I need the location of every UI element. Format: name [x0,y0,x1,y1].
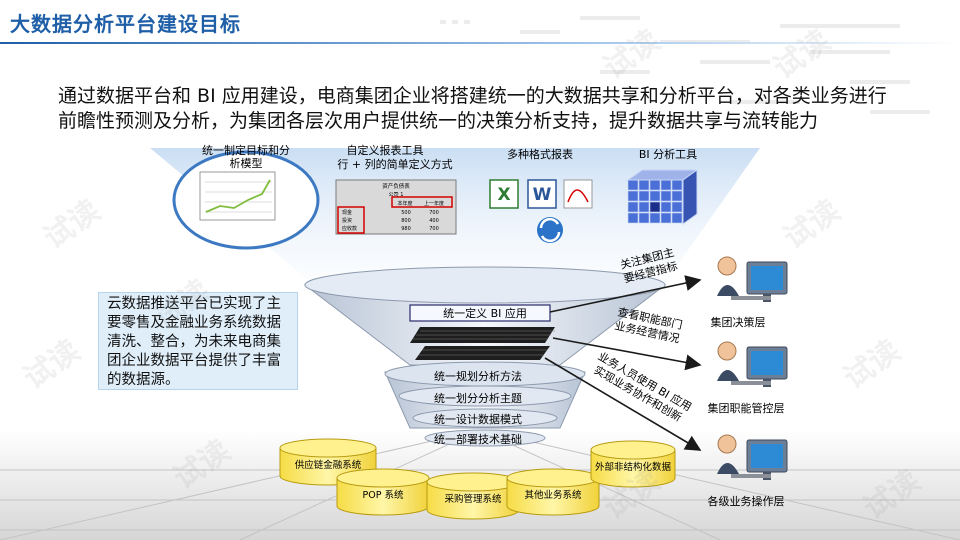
bi-cube-cell [671,201,683,213]
bi-tool-label: BI 分析工具 [639,147,697,161]
user-workstation-icon [717,256,788,302]
svg-text:W: W [533,185,552,205]
report-sheet: 资产负债表 公司 1 本年度 上一年度 现金 投资 应收款 500 700 80… [335,179,457,235]
pdf-icon [563,179,593,209]
report-title: 资产负债表 [382,182,410,190]
user-workstation-icon [717,341,788,387]
bi-cube-cell [627,190,639,202]
bi-cube-cell [660,179,672,191]
user-label-executives: 集团决策层 [711,315,766,329]
bi-cube-cell [649,212,661,224]
arrow-to-management [552,337,702,371]
page-title: 大数据分析平台建设目标 [10,12,241,36]
word-icon: W [527,179,557,209]
user-workstation-icon [717,434,788,480]
database-label: 外部非结构化数据 [595,461,672,473]
title-divider [0,42,960,44]
funnel-layer-2: 统一划分分析主题 [434,391,522,405]
report-company: 公司 1 [389,192,404,198]
bi-cube-cell [660,190,672,202]
bi-cube-cell [649,201,661,213]
arrow-to-operators [544,357,702,451]
bi-cube-cell [649,179,661,191]
model-panel [172,150,320,250]
funnel [303,266,667,447]
bi-cube-side [682,169,698,225]
bi-cube-icon [626,169,699,225]
database-label: 供应链金融系统 [295,459,362,471]
funnel-layer-3: 统一设计数据模式 [434,412,522,426]
formats-label: 多种格式报表 [507,147,573,161]
data-source-callout: 云数据推送平台已实现了主要零售及金融业务系统数据清洗、整合，为未来电商集团企业数… [98,292,298,390]
report-row-3: 应收款 [342,225,357,232]
funnel-layer-4: 统一部署技术基础 [434,432,522,446]
bi-cube-cell [660,201,672,213]
bi-cube-cell [627,179,639,191]
bi-cube-cell [627,212,639,224]
funnel-layer-1: 统一规划分析方法 [434,369,522,383]
svg-text:500: 500 [401,210,411,216]
bi-cube-cell [638,179,650,191]
bi-cube-cell [638,190,650,202]
database-cylinder: POP 系统 [336,468,430,516]
svg-text:700: 700 [429,210,439,216]
bi-cube-cell [660,212,672,224]
excel-icon: X [489,179,519,209]
model-label-line2: 析模型 [230,156,263,170]
database-label: 采购管理系统 [444,493,502,505]
model-chart-line [205,179,271,213]
bi-cube-cell [671,212,683,224]
database-cylinder: 外部非结构化数据 [590,440,676,488]
report-row-1: 现金 [342,209,352,216]
arrow-to-executives [549,275,702,313]
funnel-top-label: 统一定义 BI 应用 [443,306,527,320]
svg-text:X: X [497,185,510,205]
report-col-1: 本年度 [397,200,412,207]
database-cylinder: 其他业务系统 [506,468,600,516]
database-label: 其他业务系统 [524,489,582,501]
bi-cube-cell [671,190,683,202]
svg-text:400: 400 [429,218,439,224]
report-tool-label-line1: 自定义报表工具 [347,143,424,157]
bi-cube-cell [627,201,639,213]
bi-cube-cell [638,201,650,213]
bi-cube-cell [649,190,661,202]
user-label-operators: 各级业务操作层 [708,494,785,508]
report-tool-label-line2: 行 + 列的简单定义方式 [337,157,452,171]
report-row-2: 投资 [342,217,352,224]
database-label: POP 系统 [363,489,404,501]
report-col-2: 上一年度 [424,200,444,207]
user-label-management: 集团职能管控层 [708,401,785,415]
svg-text:700: 700 [429,226,439,232]
bi-cube-cell [671,179,683,191]
intro-text: 通过数据平台和 BI 应用建设，电商集团企业将搭建统一的大数据共享和分析平台，对… [58,85,887,132]
data-grid-layer-1 [410,327,555,360]
svg-text:800: 800 [401,218,411,224]
convert-cycle-icon [537,217,563,243]
model-label-line1: 统一制定目标和分 [202,143,290,157]
svg-text:980: 980 [401,226,411,232]
database-cylinder: 采购管理系统 [426,472,520,520]
bi-cube-cell [638,212,650,224]
